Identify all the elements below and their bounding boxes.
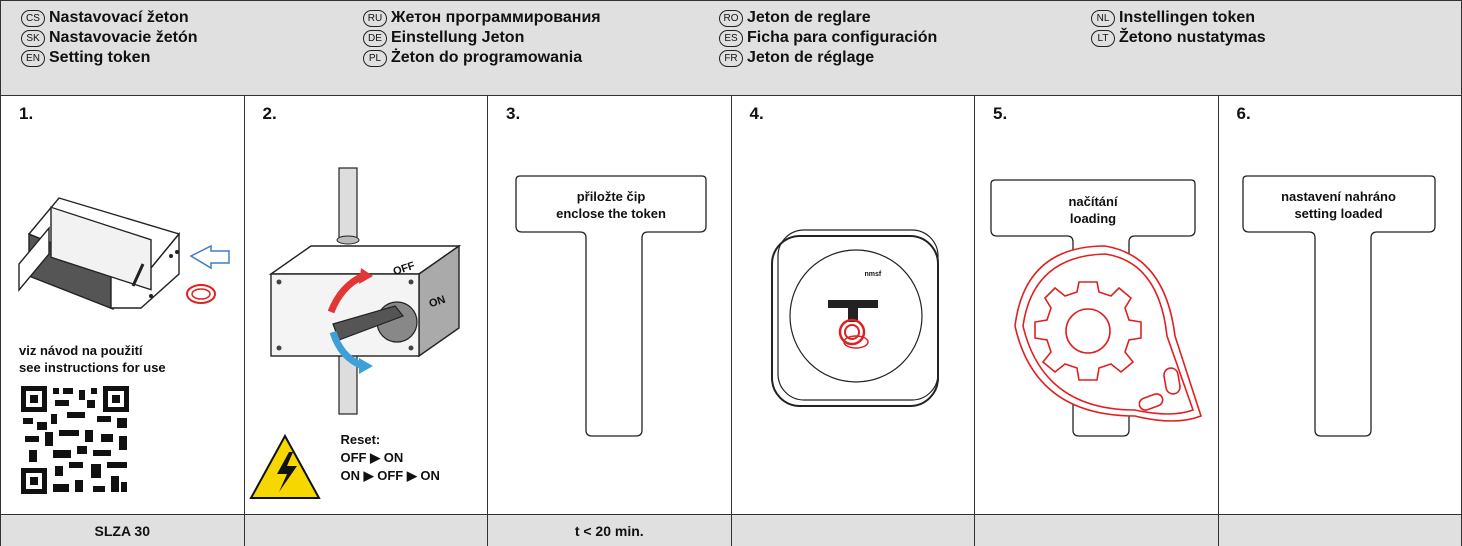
footer-cell <box>245 515 488 546</box>
step-2-cell: 2. OFF ON R <box>245 96 488 514</box>
insert-arrow-icon <box>189 244 230 270</box>
step-6-cell: 6. nastavení nahráno setting loaded <box>1219 96 1462 514</box>
lang-title: Instellingen token <box>1119 9 1256 26</box>
step-4-cell: 4. nmsf <box>732 96 975 514</box>
step-number: 1. <box>19 104 34 123</box>
brand-logo: nmsf <box>864 271 882 278</box>
lang-code-badge: CS <box>21 9 45 27</box>
lang-code-badge: RO <box>719 9 743 27</box>
reset-line-1: OFF ▶ ON <box>340 450 404 465</box>
instruction-text-en: see instructions for use <box>19 360 166 375</box>
loading-illustration <box>990 179 1202 437</box>
reset-line-2: ON ▶ OFF ▶ ON <box>340 468 440 483</box>
rotate-arrow-red-icon <box>327 272 365 314</box>
lang-title: Жетон программирования <box>391 9 601 26</box>
footer-row: SLZA 30 t < 20 min. <box>1 514 1461 546</box>
display-label-en: setting loaded <box>1294 206 1383 221</box>
footer-cell <box>1219 515 1462 546</box>
lang-title: Žetono nustatymas <box>1119 29 1266 46</box>
lang-title: Jeton de reglare <box>747 9 871 26</box>
display-label-en: loading <box>1069 211 1117 226</box>
lang-code-badge: EN <box>21 49 45 67</box>
footer-cell: SLZA 30 <box>1 515 245 546</box>
footer-cell <box>732 515 975 546</box>
step-number: 4. <box>749 104 764 123</box>
lang-code-badge: PL <box>363 49 387 67</box>
qr-code-icon <box>21 386 129 494</box>
step-number: 2. <box>262 104 277 123</box>
lang-code-badge: NL <box>1091 9 1115 27</box>
lang-title: Jeton de réglage <box>747 49 875 66</box>
lang-title: Żeton do programowania <box>391 49 583 66</box>
footer-cell: t < 20 min. <box>488 515 732 546</box>
step-3-cell: 3. přiložte čip enclose the token <box>488 96 732 514</box>
lang-code-badge: DE <box>363 29 387 47</box>
lang-code-badge: RU <box>363 9 387 27</box>
token-icon <box>838 318 865 346</box>
reader-illustration <box>770 229 939 407</box>
lang-code-badge: ES <box>719 29 743 47</box>
display-t-shape <box>515 175 707 437</box>
step-number: 6. <box>1236 104 1251 123</box>
step-number: 5. <box>993 104 1008 123</box>
step-number: 3. <box>506 104 521 123</box>
device-illustration <box>18 197 230 494</box>
lang-title: Ficha para configuración <box>747 29 938 46</box>
footer-cell <box>975 515 1219 546</box>
instruction-text-cs: viz návod na použití <box>19 343 143 358</box>
isolator-switch-illustration <box>248 167 461 499</box>
token-loading-icon <box>1014 245 1202 422</box>
display-t-shape <box>1241 175 1436 437</box>
display-label-cs: nastavení nahráno <box>1281 189 1396 204</box>
step-1-cell: 1. <box>1 96 245 514</box>
warning-high-voltage-icon <box>248 433 321 499</box>
lang-code-badge: FR <box>719 49 743 67</box>
lang-title: Einstellung Jeton <box>391 29 525 46</box>
lang-code-badge: SK <box>21 29 45 47</box>
lang-title: Setting token <box>49 49 151 66</box>
display-label-cs: načítání <box>1068 194 1118 209</box>
display-label-cs: přiložte čip <box>576 189 646 204</box>
reset-title: Reset: <box>340 432 381 447</box>
lang-code-badge: LT <box>1091 29 1115 47</box>
lang-title: Nastavovacie žetón <box>49 29 198 46</box>
step-5-cell: 5. načítání loading <box>975 96 1219 514</box>
token-slot <box>131 263 145 287</box>
lang-title: Nastavovací žeton <box>49 9 189 26</box>
display-label-en: enclose the token <box>556 206 666 221</box>
token-icon <box>186 284 216 304</box>
steps-grid: 1. <box>1 96 1461 514</box>
